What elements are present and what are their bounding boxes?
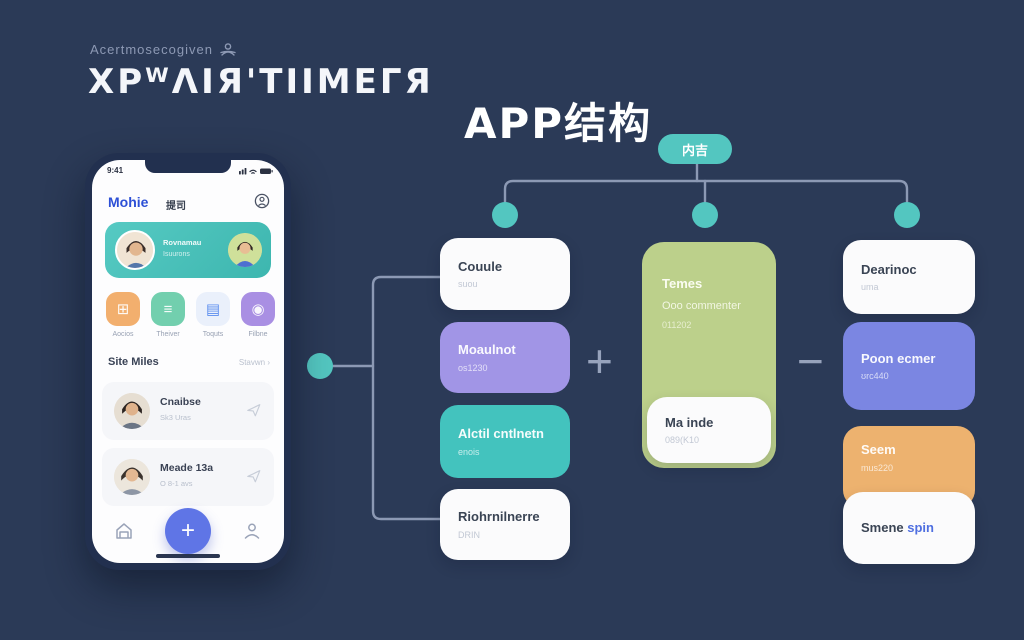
flow-box-subtitle: os1230 xyxy=(458,362,488,373)
contact-card[interactable]: Meade 13a O 8-1 avs xyxy=(102,448,274,506)
profile-banner[interactable]: Rovnamau Isuurons xyxy=(105,222,271,278)
flow-box-title: Poon ecmer xyxy=(861,350,936,366)
user-icon[interactable] xyxy=(242,521,262,541)
quick-action-bookmark[interactable]: ▤ xyxy=(196,292,230,326)
status-icons xyxy=(239,168,273,175)
send-icon[interactable] xyxy=(246,468,262,484)
home-icon[interactable] xyxy=(114,521,134,541)
flow-box-subtitle: mus220 xyxy=(861,462,894,473)
phone-screen: 9:41 Mohie 提司 xyxy=(92,160,284,563)
flow-box-moaulnot: Moaulnot os1230 xyxy=(440,322,570,393)
flow-box-line2: Ooo commenter xyxy=(662,300,741,312)
flow-box-alctil: Alctil cntlnetn enois xyxy=(440,405,570,478)
flow-box-subtitle: DRIN xyxy=(458,529,480,540)
flow-box-subtitle: 089(K10 xyxy=(665,435,700,446)
phone-mockup: 9:41 Mohie 提司 xyxy=(85,153,291,570)
status-time: 9:41 xyxy=(107,166,124,175)
profile-icon[interactable] xyxy=(254,193,270,209)
connector-dot-right-column xyxy=(894,202,920,228)
lines-icon: ≡ xyxy=(163,300,173,318)
flow-box-title: Smene spin xyxy=(861,520,934,536)
wifi-icon xyxy=(249,169,257,174)
bookmark-icon: ▤ xyxy=(205,301,221,318)
quick-action-label: Filbne xyxy=(248,331,268,338)
quick-action-disc[interactable]: ◉ xyxy=(241,292,275,326)
flow-box-title: Temes xyxy=(662,276,703,291)
grid-icon: ⊞ xyxy=(116,301,130,318)
flow-box-title: Alctil cntlnetn xyxy=(458,426,544,442)
quick-action-label: Aocios xyxy=(112,331,134,338)
flow-box-link-word[interactable]: spin xyxy=(907,520,934,536)
diagram-title: APP结构 xyxy=(464,99,653,148)
flow-box-smene-spin: Smene spin xyxy=(843,492,975,564)
flow-box-line3: 011202 xyxy=(662,320,692,330)
flow-box-title: Couule xyxy=(458,258,503,274)
signal-icon xyxy=(239,168,247,175)
flow-box-subtitle: suou xyxy=(458,279,478,290)
battery-icon xyxy=(260,168,273,174)
connector-dot-left-column xyxy=(492,202,518,228)
app-name: Mohie xyxy=(108,194,149,210)
flow-box-riohrnilnerre: Riohrnilnerre DRIN xyxy=(440,489,570,560)
flow-box-title: Moaulnot xyxy=(458,342,516,358)
avatar xyxy=(115,230,155,270)
banner-line1: Rovnamau xyxy=(163,238,202,247)
flow-box-title: Riohrnilnerre xyxy=(458,509,540,525)
contact-name: Cnaibse xyxy=(160,396,201,408)
contact-subtitle: O 8-1 avs xyxy=(160,479,193,488)
brand-title: XPᵂΛIЯ'TIIMEГЯ xyxy=(88,62,434,102)
quick-action-grid[interactable]: ⊞ xyxy=(106,292,140,326)
bottom-nav: + xyxy=(92,508,284,558)
phone-notch xyxy=(145,160,231,173)
person-icon xyxy=(220,42,236,56)
plus-symbol: + xyxy=(586,335,613,387)
flow-box-title: Dearinoc xyxy=(861,261,917,277)
avatar xyxy=(114,459,150,495)
flow-box-subtitle: uma xyxy=(861,282,879,293)
minus-symbol: − xyxy=(797,335,824,387)
quick-action-lines[interactable]: ≡ xyxy=(151,292,185,326)
banner-line2: Isuurons xyxy=(163,251,190,258)
flow-box-title: Seem xyxy=(861,442,896,457)
add-button[interactable]: + xyxy=(165,508,211,554)
brand-subtitle-row: Acertmosecogiven xyxy=(90,42,236,57)
root-node-label: 内吉 xyxy=(681,142,708,158)
flow-box-ma-inde: Ma inde 089(K10 xyxy=(647,397,771,463)
section-title: Site Miles xyxy=(108,356,159,368)
section-more-link[interactable]: Stavwn › xyxy=(238,358,270,367)
connector-dot-phone xyxy=(307,353,333,379)
avatar xyxy=(114,393,150,429)
connector-dot-middle-column xyxy=(692,202,718,228)
quick-action-label: Theiver xyxy=(156,331,180,338)
brand-subtitle: Acertmosecogiven xyxy=(90,42,213,57)
flow-box-couule: Couule suou xyxy=(440,238,570,310)
avatar xyxy=(228,233,262,267)
home-indicator xyxy=(156,554,220,558)
contact-name: Meade 13a xyxy=(160,462,214,474)
phone-header-title: 提司 xyxy=(166,201,186,212)
root-node: 内吉 xyxy=(658,134,732,164)
flow-box-subtitle: enois xyxy=(458,446,480,457)
contact-card[interactable]: Cnaibse Sk3 Uras xyxy=(102,382,274,440)
flow-box-title: Ma inde xyxy=(665,414,714,430)
disc-icon: ◉ xyxy=(251,301,265,318)
plus-icon: + xyxy=(180,517,195,544)
flow-box-subtitle: ʊrc440 xyxy=(861,371,889,382)
contact-subtitle: Sk3 Uras xyxy=(160,413,191,422)
flow-box-dearinoc: Dearinoc uma xyxy=(843,240,975,314)
flow-box-poon-ecmer: Poon ecmer ʊrc440 xyxy=(843,322,975,410)
quick-action-label: Toquts xyxy=(202,331,224,338)
send-icon[interactable] xyxy=(246,402,262,418)
